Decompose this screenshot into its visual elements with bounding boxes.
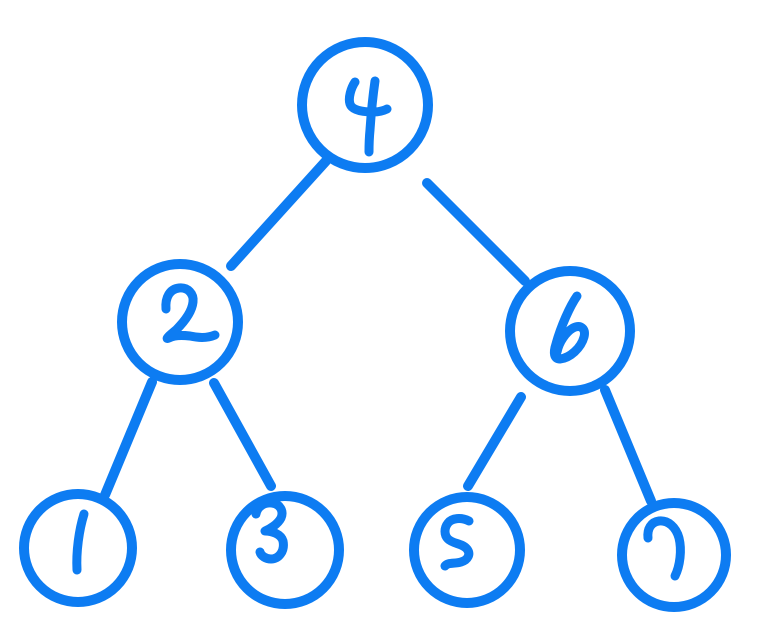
node-digit-stroke (643, 516, 685, 581)
node-circle (19, 489, 137, 607)
node-digit-stroke (344, 77, 392, 117)
tree-edge-2-3 (209, 378, 276, 491)
tree-node-4: 4 (297, 37, 433, 173)
tree-edge-4-6 (422, 178, 530, 286)
node-digit-stroke (440, 514, 474, 571)
node-circle (226, 491, 344, 609)
node-circle (617, 498, 731, 612)
tree-node-3: 3 (226, 491, 344, 609)
tree-node-7: 7 (617, 498, 731, 612)
node-circle (505, 266, 635, 396)
node-circle (117, 259, 243, 385)
node-digit-stroke (549, 291, 589, 364)
tree-node-5: 5 (409, 492, 525, 608)
tree-node-6: 6 (505, 266, 635, 396)
tree-edge-6-7 (600, 385, 656, 506)
node-digit-stroke (161, 283, 220, 343)
node-circle (297, 37, 433, 173)
tree-edge-6-5 (463, 392, 526, 491)
tree-node-1: 1 (19, 489, 137, 607)
tree-edge-2-1 (100, 377, 157, 500)
node-digit-stroke (364, 76, 380, 157)
node-digit-stroke (251, 498, 288, 564)
node-digit-stroke (72, 509, 89, 575)
tree-edge-4-2 (226, 156, 331, 271)
tree-node-2: 2 (117, 259, 243, 385)
node-circle (409, 492, 525, 608)
